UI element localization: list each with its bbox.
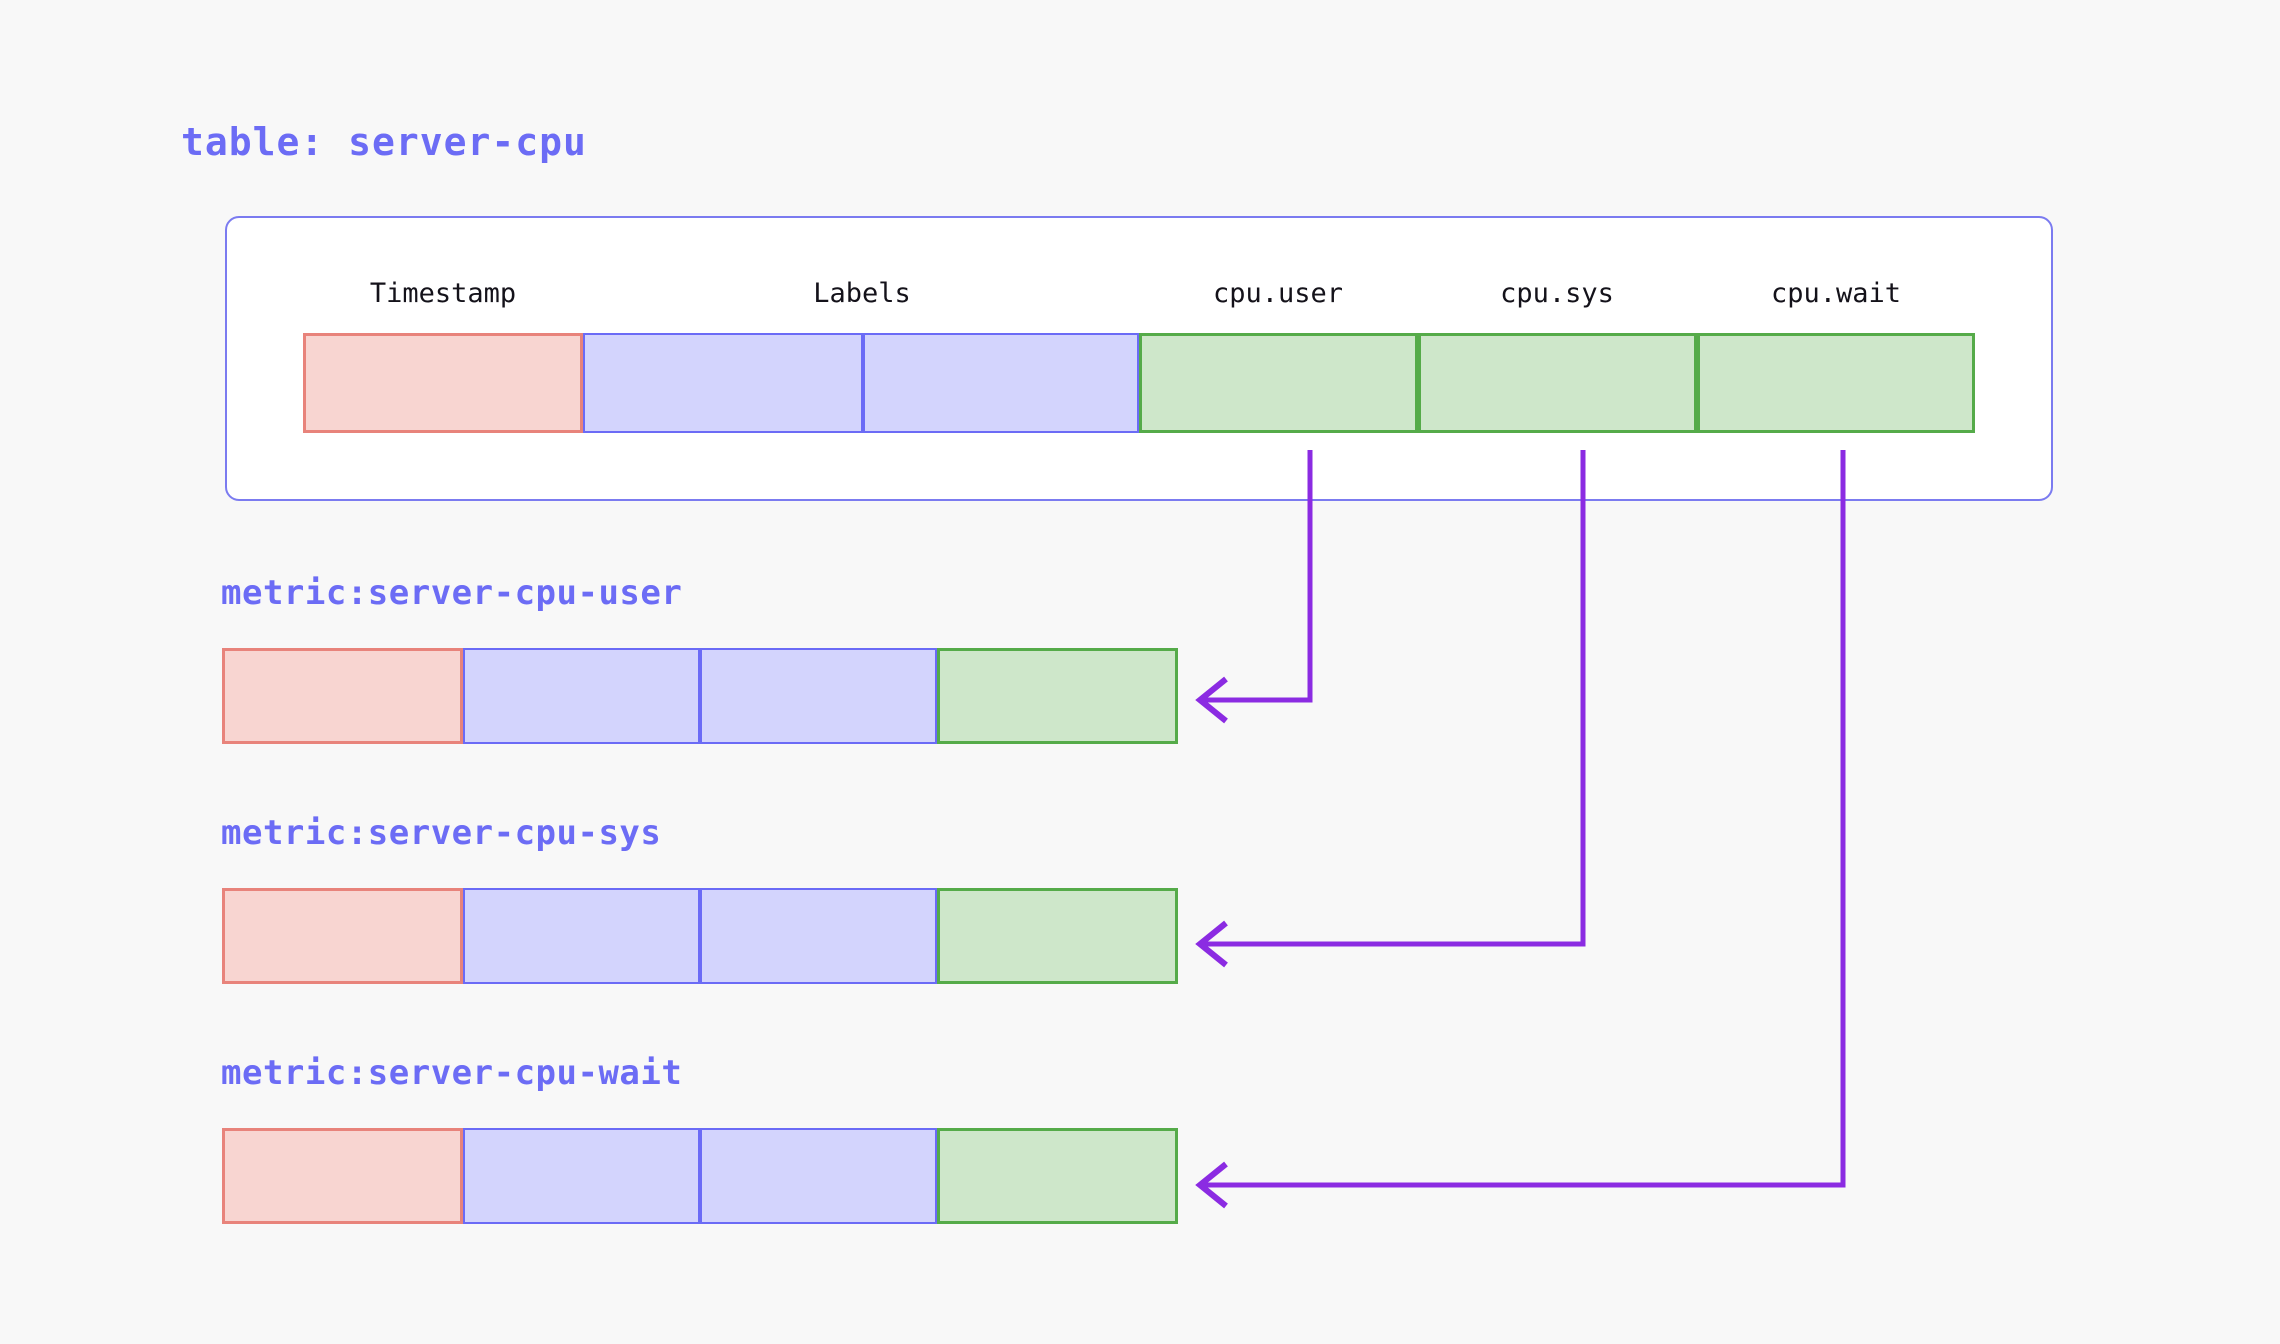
arrow-cpu-user-head-icon bbox=[1195, 676, 1228, 724]
table-cell-green-5 bbox=[1697, 333, 1975, 433]
metric-1-cell-blue-1 bbox=[463, 888, 700, 984]
column-header-labels: Labels bbox=[813, 278, 911, 309]
metric-1-cell-green-3 bbox=[937, 888, 1178, 984]
metric-2-cell-blue-1 bbox=[463, 1128, 700, 1224]
table-cell-green-3 bbox=[1139, 333, 1418, 433]
column-header-cpu-user: cpu.user bbox=[1212, 278, 1344, 309]
metric-0-cell-blue-2 bbox=[700, 648, 937, 744]
table-cell-green-4 bbox=[1418, 333, 1697, 433]
metric-2-cell-pink-0 bbox=[222, 1128, 463, 1224]
arrow-cpu-wait-head-icon bbox=[1195, 1161, 1228, 1209]
metric-1-cell-blue-2 bbox=[700, 888, 937, 984]
metric-2-cell-green-3 bbox=[937, 1128, 1178, 1224]
arrow-cpu-sys-head-icon bbox=[1195, 920, 1228, 968]
metric-title-sys: metric:server-cpu-sys bbox=[221, 813, 662, 853]
metric-0-cell-blue-1 bbox=[463, 648, 700, 744]
table-cell-blue-2 bbox=[863, 333, 1139, 433]
metric-title-wait: metric:server-cpu-wait bbox=[221, 1053, 683, 1093]
arrow-cpu-wait bbox=[1195, 450, 1846, 1209]
table-cell-blue-1 bbox=[583, 333, 863, 433]
metric-0-cell-pink-0 bbox=[222, 648, 463, 744]
table-cell-pink-0 bbox=[303, 333, 583, 433]
metric-2-cell-blue-2 bbox=[700, 1128, 937, 1224]
metric-0-cell-green-3 bbox=[937, 648, 1178, 744]
column-header-cpu-wait: cpu.wait bbox=[1770, 278, 1902, 309]
arrow-cpu-sys bbox=[1195, 450, 1586, 968]
metric-1-cell-pink-0 bbox=[222, 888, 463, 984]
table-title: table: server-cpu bbox=[181, 120, 587, 164]
column-header-cpu-sys: cpu.sys bbox=[1500, 278, 1614, 309]
column-header-timestamp: Timestamp bbox=[369, 278, 517, 309]
metric-title-user: metric:server-cpu-user bbox=[221, 573, 683, 613]
